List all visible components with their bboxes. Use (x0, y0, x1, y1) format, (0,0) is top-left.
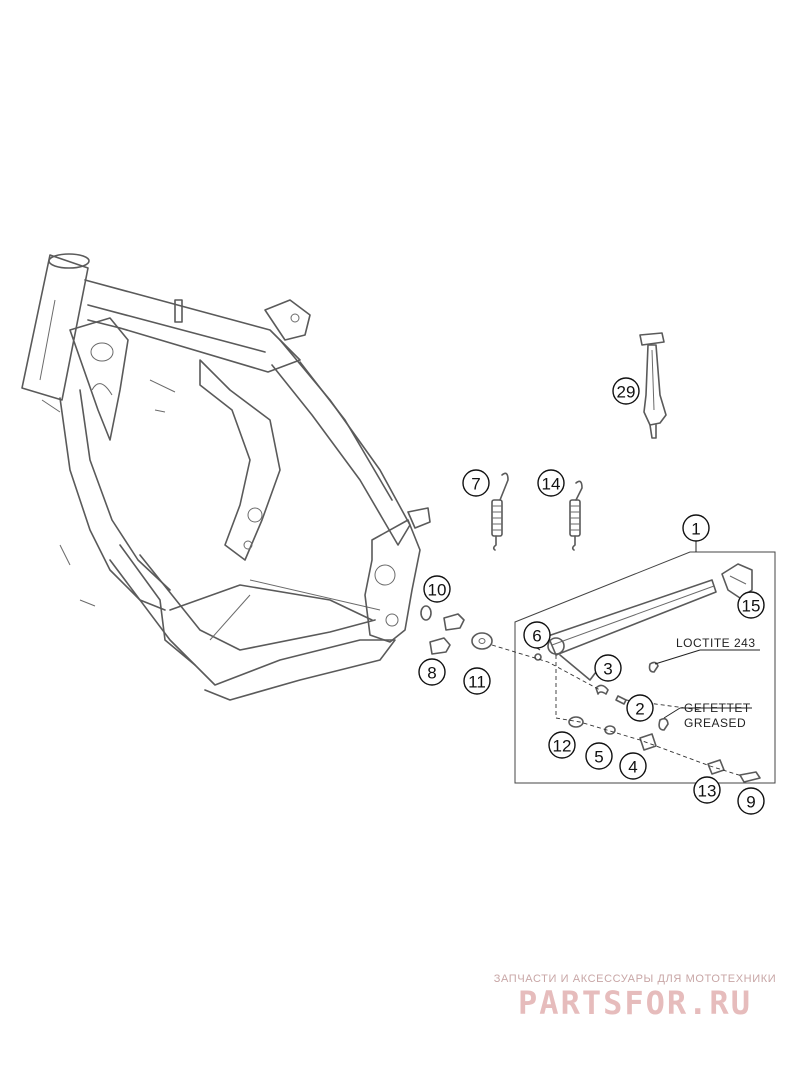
note-loctite: LOCTITE 243 (676, 636, 756, 650)
svg-text:7: 7 (471, 475, 480, 494)
svg-text:29: 29 (617, 383, 636, 402)
svg-text:14: 14 (542, 475, 561, 494)
callout-3: 3 (594, 654, 622, 682)
watermark: ЗАПЧАСТИ И АКСЕССУАРЫ ДЛЯ МОТОТЕХНИКИ PA… (485, 973, 785, 1021)
callout-8: 8 (418, 658, 446, 686)
svg-text:12: 12 (553, 737, 572, 756)
svg-text:1: 1 (691, 520, 700, 539)
leader-lines (536, 541, 760, 719)
spring-7-drawing (491, 472, 509, 551)
callout-9: 9 (737, 787, 765, 815)
callout-13: 13 (693, 776, 721, 804)
tool-29-drawing (639, 332, 667, 439)
svg-text:10: 10 (428, 581, 447, 600)
svg-text:4: 4 (628, 758, 637, 777)
svg-text:11: 11 (468, 673, 486, 692)
callout-29: 29 (612, 377, 640, 405)
frame-drawing (21, 253, 431, 701)
callout-2: 2 (626, 694, 654, 722)
svg-text:8: 8 (427, 664, 436, 683)
svg-text:2: 2 (635, 700, 644, 719)
callout-10: 10 (423, 575, 451, 603)
side-stand-drawing (547, 563, 753, 681)
watermark-subtitle: ЗАПЧАСТИ И АКСЕССУАРЫ ДЛЯ МОТОТЕХНИКИ (493, 973, 777, 985)
svg-text:15: 15 (742, 597, 761, 616)
svg-text:9: 9 (746, 793, 755, 812)
svg-text:6: 6 (532, 627, 541, 646)
watermark-logo: PARTSFOR.RU (518, 984, 752, 1022)
callout-14: 14 (537, 469, 565, 497)
callout-6: 6 (523, 621, 551, 649)
callout-7: 7 (462, 469, 490, 497)
assembly-box (514, 551, 776, 784)
callout-5: 5 (585, 742, 613, 770)
note-greased-en: GREASED (684, 716, 746, 730)
svg-text:3: 3 (603, 660, 612, 679)
callout-15: 15 (737, 591, 765, 619)
svg-text:5: 5 (594, 748, 603, 767)
svg-text:13: 13 (698, 782, 717, 801)
assembly-lines (491, 644, 743, 777)
callout-12: 12 (548, 731, 576, 759)
spring-14-drawing (569, 480, 583, 551)
callout-11: 11 (463, 667, 491, 695)
callout-1: 1 (682, 514, 710, 542)
callout-4: 4 (619, 752, 647, 780)
note-greased-de: GEFETTET (684, 701, 751, 715)
